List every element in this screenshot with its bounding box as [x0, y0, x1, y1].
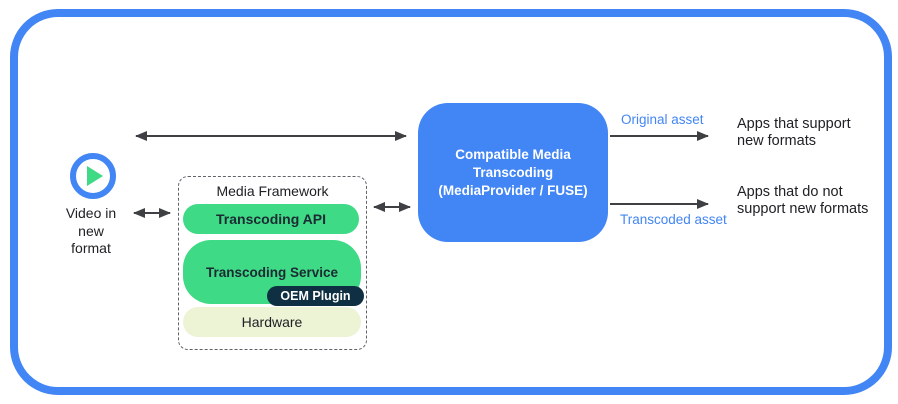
- transcoder-title-line: Compatible Media: [455, 146, 571, 162]
- media-framework-box: Media Framework Transcoding API Transcod…: [178, 176, 367, 350]
- oem-plugin-pill: OEM Plugin: [267, 286, 364, 306]
- hardware-label: Hardware: [241, 314, 303, 330]
- transcoding-service-label: Transcoding Service: [205, 264, 339, 280]
- transcoding-api-pill: Transcoding API: [183, 204, 359, 234]
- compatible-media-transcoding-box: Compatible Media Transcoding (MediaProvi…: [418, 103, 608, 242]
- video-source-label-line: new: [78, 222, 104, 239]
- play-icon: [70, 153, 116, 199]
- transcoder-title-line: Transcoding: [472, 164, 554, 180]
- original-asset-label: Original asset: [621, 112, 704, 127]
- video-source-label-line: Video in: [65, 205, 117, 221]
- hardware-pill: Hardware: [183, 307, 361, 337]
- transcoded-asset-label: Transcoded asset: [620, 212, 727, 227]
- video-source-label: Video in new format: [54, 205, 128, 258]
- apps-not-support-line: support new formats: [737, 201, 869, 217]
- oem-plugin-label: OEM Plugin: [280, 289, 351, 303]
- media-framework-title: Media Framework: [216, 183, 329, 199]
- apps-support-new-formats-label: Apps that support new formats: [737, 116, 851, 150]
- apps-not-support-line: Apps that do not: [737, 184, 843, 200]
- transcoding-api-label: Transcoding API: [216, 211, 326, 227]
- play-triangle-icon: [87, 166, 103, 186]
- transcoder-title-line: (MediaProvider / FUSE): [438, 182, 588, 198]
- video-source-label-line: format: [71, 240, 111, 256]
- apps-not-support-new-formats-label: Apps that do not support new formats: [737, 184, 868, 218]
- apps-support-line: new formats: [737, 133, 816, 149]
- apps-support-line: Apps that support: [737, 116, 851, 132]
- outer-frame: [10, 9, 892, 395]
